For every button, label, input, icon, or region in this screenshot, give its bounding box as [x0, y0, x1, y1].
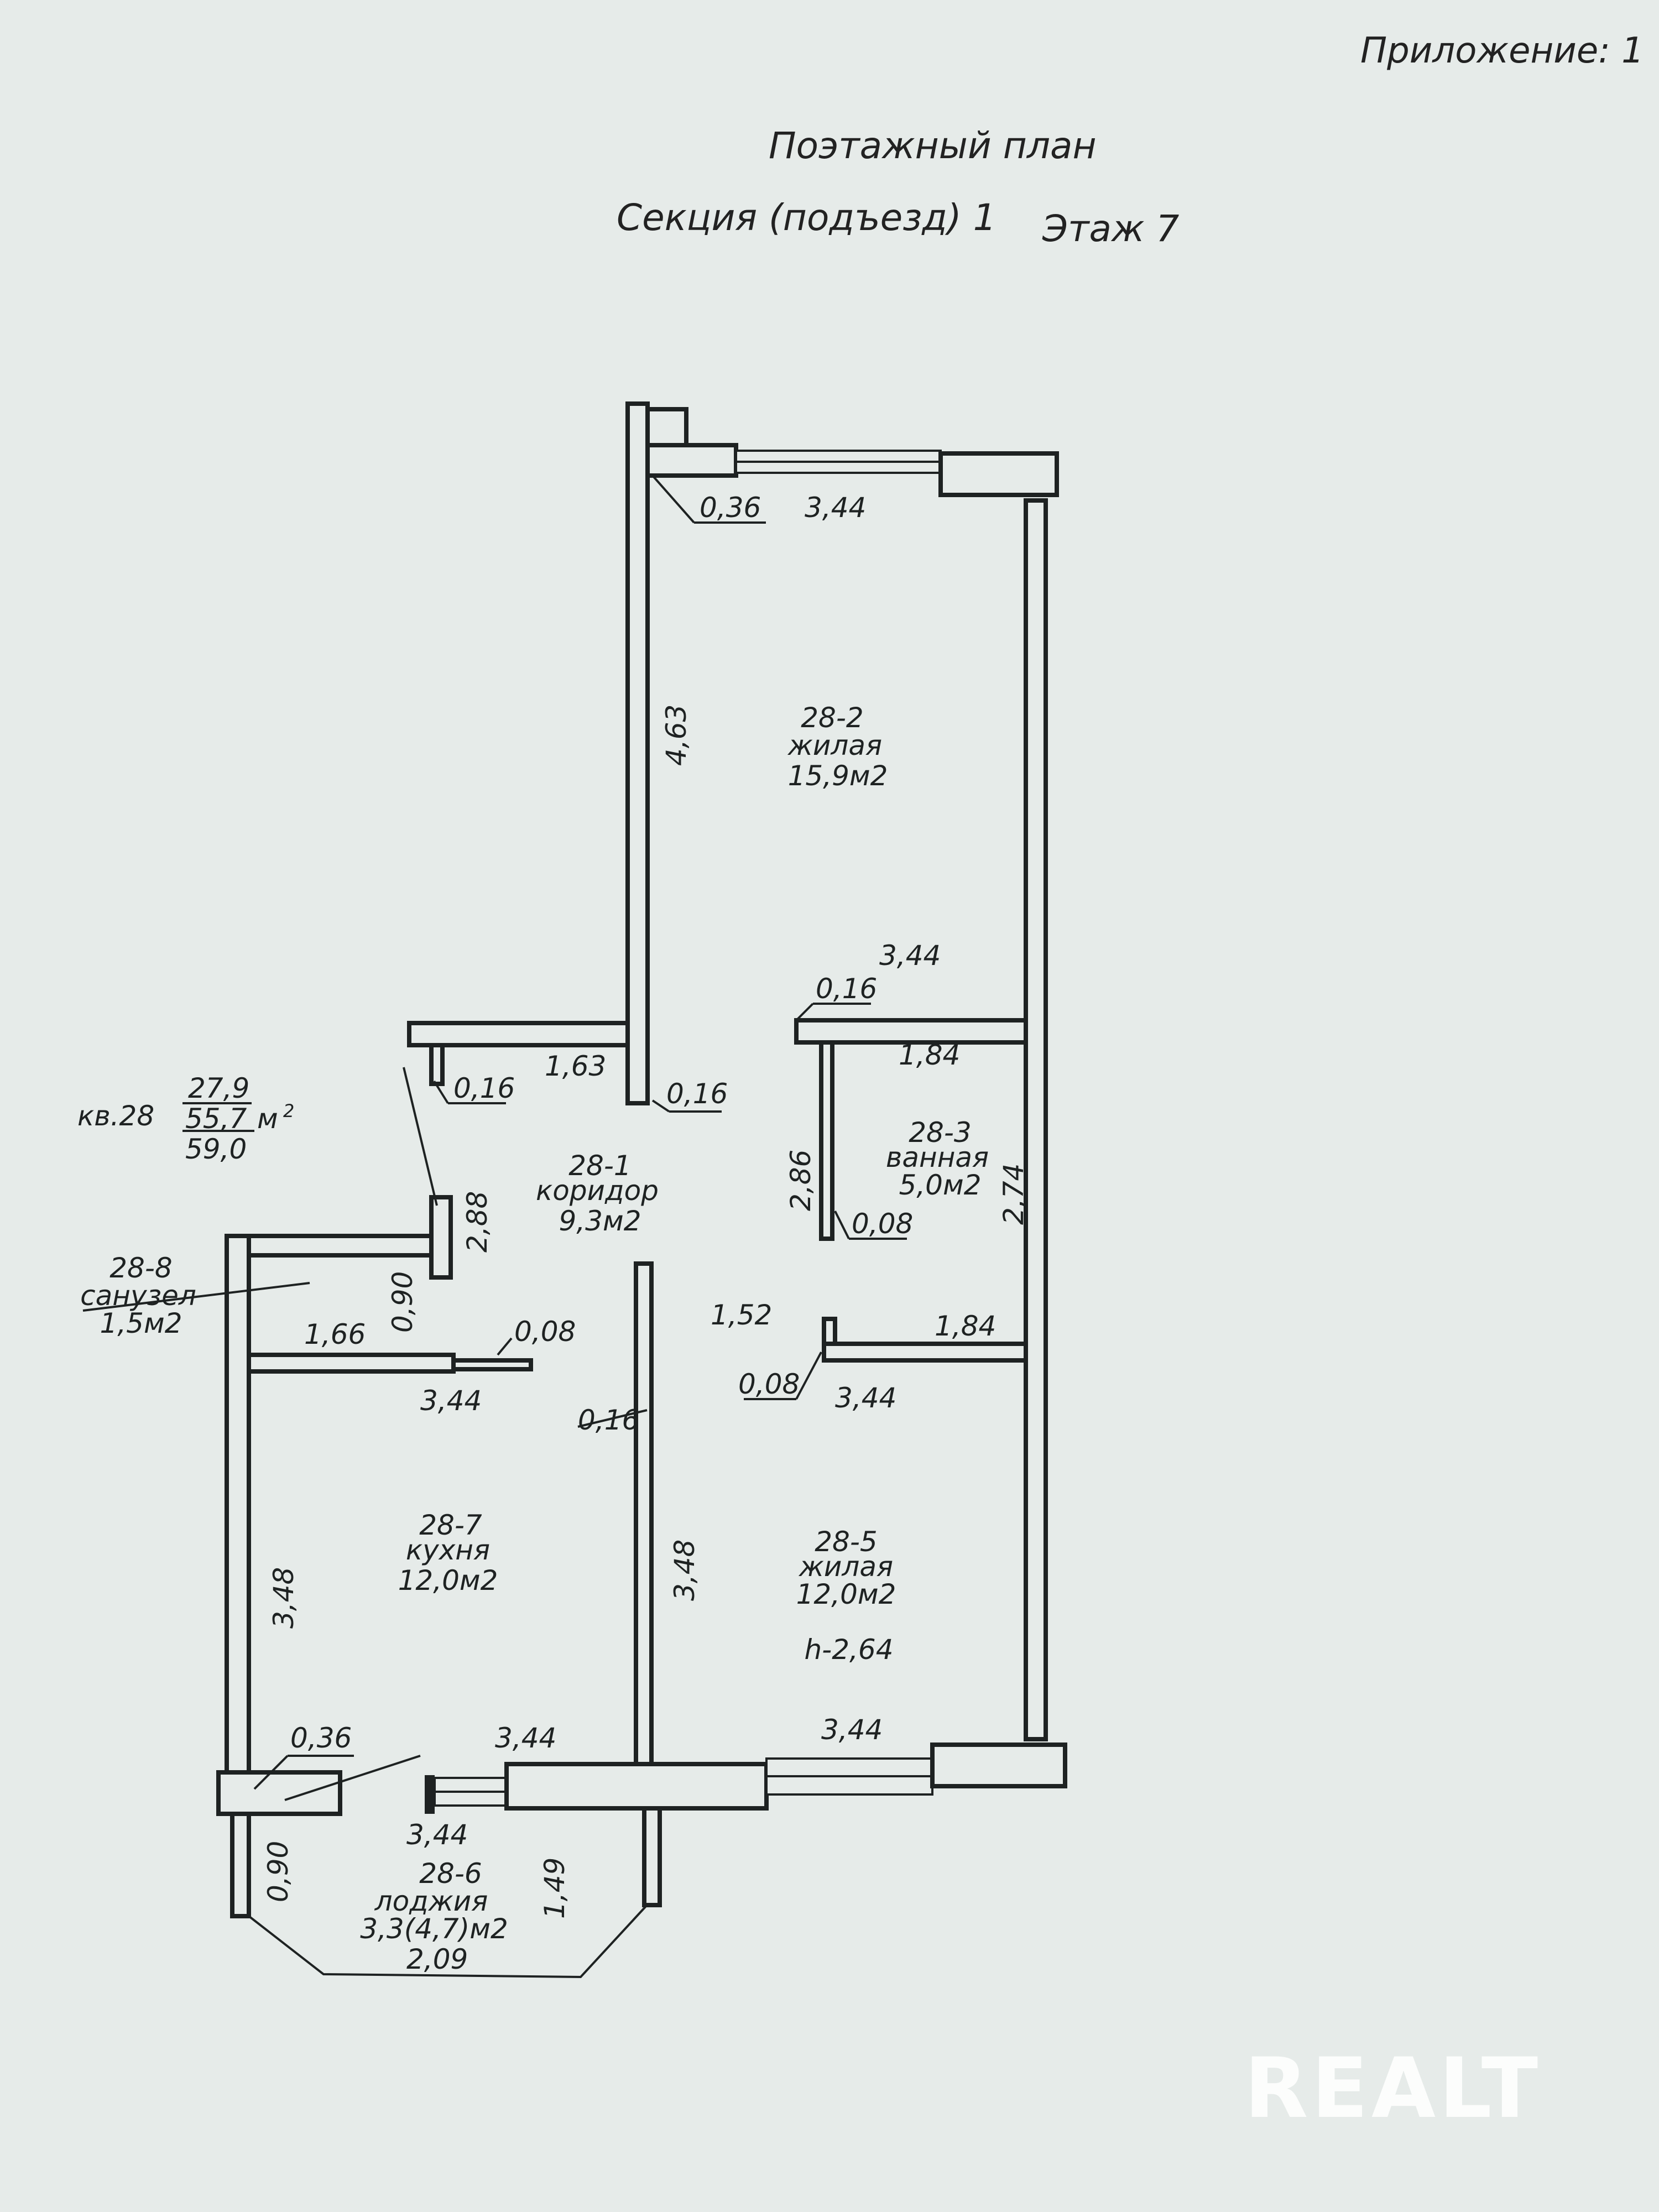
- room-28-1-name: коридор: [536, 1175, 659, 1207]
- dim-bath-width-bottom: 1,84: [935, 1310, 996, 1342]
- dim-room5-width-bottom: 3,44: [821, 1714, 883, 1746]
- room-28-1-area: 9,3м2: [559, 1205, 641, 1237]
- wall-corridor-top: [407, 1021, 630, 1047]
- room-28-8-name: санузел: [80, 1280, 196, 1312]
- room-28-2-id: 28-2: [801, 702, 863, 734]
- apartment-label: кв.28: [77, 1100, 154, 1132]
- wall-bath-bottom: [822, 1342, 1028, 1363]
- apartment-summary: кв.28 27,9 55,7 м 2 59,0: [77, 1072, 294, 1165]
- room-28-6-name: лоджия: [374, 1885, 488, 1917]
- ceiling-height: h-2,64: [804, 1634, 893, 1666]
- room-28-5-area: 12,0м2: [796, 1578, 896, 1610]
- room-28-6-id: 28-6: [419, 1858, 482, 1890]
- room-28-7-id: 28-7: [419, 1509, 482, 1541]
- wall-wc-partition: [451, 1358, 533, 1371]
- plan-title: Поэтажный план: [769, 124, 1097, 167]
- dim-wc-door: 0,90: [387, 1271, 419, 1333]
- wall-top-notch: [645, 407, 688, 447]
- walls: [216, 401, 1067, 1979]
- door-jamb-marker: [425, 1775, 435, 1814]
- room-28-5-name: жилая: [799, 1551, 893, 1583]
- room-28-8-id: 28-8: [109, 1252, 172, 1284]
- dim-room2-width-top: 3,44: [805, 492, 866, 524]
- room-28-1-id: 28-1: [568, 1150, 631, 1182]
- dim-kitchen-width-top: 3,44: [420, 1385, 482, 1417]
- wall-wc-bottom: [247, 1353, 456, 1374]
- dim-right-wall-height: 2,74: [998, 1164, 1030, 1225]
- wall-top-left: [645, 443, 738, 478]
- wall-top-right: [938, 451, 1059, 497]
- section-label: Секция (подъезд) 1: [617, 196, 997, 239]
- wall-kitchen-left: [225, 1234, 251, 1775]
- dim-kitchen-partition: 0,16: [578, 1404, 639, 1436]
- dim-room5-width-top: 3,44: [835, 1382, 896, 1414]
- room-28-6-area: 3,3(4,7)м2: [360, 1913, 508, 1945]
- room-28-2-area: 15,9м2: [788, 760, 888, 792]
- dim-bath-partition: 0,08: [852, 1208, 913, 1240]
- dim-bath-wall: 0,16: [816, 973, 877, 1005]
- room-28-5-id: 28-5: [815, 1526, 877, 1558]
- room-28-3-area: 5,0м2: [899, 1169, 981, 1201]
- wall-bottom-mid: [504, 1762, 769, 1811]
- area-with-loggia: 59,0: [185, 1133, 247, 1165]
- watermark-logo: REALT: [1244, 2041, 1542, 2137]
- leader-lines: [82, 474, 907, 1801]
- wall-kitchen-room5: [634, 1261, 654, 1772]
- wall-loggia-left: [230, 1812, 251, 1918]
- wall-bottom-left: [216, 1770, 342, 1816]
- room-28-8-area: 1,5м2: [100, 1307, 182, 1339]
- dim-corridor-stub: 0,16: [453, 1072, 515, 1104]
- dim-outer-wall: 0,36: [290, 1722, 352, 1754]
- wall-loggia-right: [642, 1806, 662, 1907]
- dim-top-wall: 0,36: [700, 492, 761, 524]
- dim-loggia-depth: 1,49: [539, 1858, 571, 1919]
- dim-corridor-right-wall: 0,16: [666, 1078, 728, 1110]
- wall-right-outer: [1024, 498, 1048, 1741]
- dim-room5-partition: 0,08: [738, 1368, 800, 1400]
- dim-room2-height: 4,63: [660, 705, 692, 766]
- dim-wc-width: 1,66: [304, 1318, 366, 1350]
- dim-bath-width-top: 1,84: [899, 1039, 960, 1071]
- room-28-7-name: кухня: [406, 1534, 490, 1566]
- area-unit-exponent: 2: [283, 1100, 294, 1121]
- total-area: 55,7: [185, 1103, 247, 1135]
- dim-room2-width-bottom: 3,44: [879, 940, 941, 972]
- dim-room5-height: 3,48: [669, 1540, 701, 1601]
- dim-loggia-side: 0,90: [262, 1841, 294, 1902]
- dim-wc-partition: 0,08: [514, 1316, 576, 1348]
- wall-left-upper: [625, 401, 650, 1105]
- dimension-labels: 0,36 3,44 4,63 3,44 0,16 1,84 1,63 0,16 …: [262, 492, 1030, 1975]
- room-labels: 28-2 жилая 15,9м2 28-1 коридор 9,3м2 28-…: [80, 702, 989, 1945]
- dim-loggia-bottom: 2,09: [406, 1943, 468, 1975]
- floor-label: Этаж 7: [1042, 207, 1180, 250]
- area-unit: м: [257, 1103, 278, 1135]
- room-28-7-area: 12,0м2: [398, 1564, 498, 1597]
- dim-loggia-width: 3,44: [406, 1819, 468, 1851]
- wall-bath-left: [819, 1040, 834, 1241]
- dim-corridor-opening: 1,52: [711, 1299, 772, 1331]
- room-28-2-name: жилая: [787, 729, 882, 761]
- dim-bath-height: 2,86: [785, 1150, 817, 1211]
- dim-kitchen-width-bottom: 3,44: [495, 1722, 556, 1754]
- room-28-3-name: ванная: [886, 1141, 989, 1173]
- room-28-3-id: 28-3: [909, 1117, 971, 1149]
- wall-wc-top: [225, 1234, 434, 1258]
- dim-corridor-top: 1,63: [545, 1050, 606, 1082]
- appendix-label: Приложение: 1: [1360, 30, 1644, 71]
- wall-bath-top: [794, 1018, 1028, 1045]
- dim-kitchen-height: 3,48: [268, 1567, 300, 1629]
- wall-corridor-stub: [429, 1043, 445, 1086]
- wall-corridor-left: [429, 1195, 453, 1280]
- living-area: 27,9: [188, 1072, 249, 1104]
- dim-corridor-height: 2,88: [461, 1191, 493, 1253]
- wall-bottom-right: [930, 1743, 1067, 1788]
- loggia-outline: [248, 1904, 648, 1979]
